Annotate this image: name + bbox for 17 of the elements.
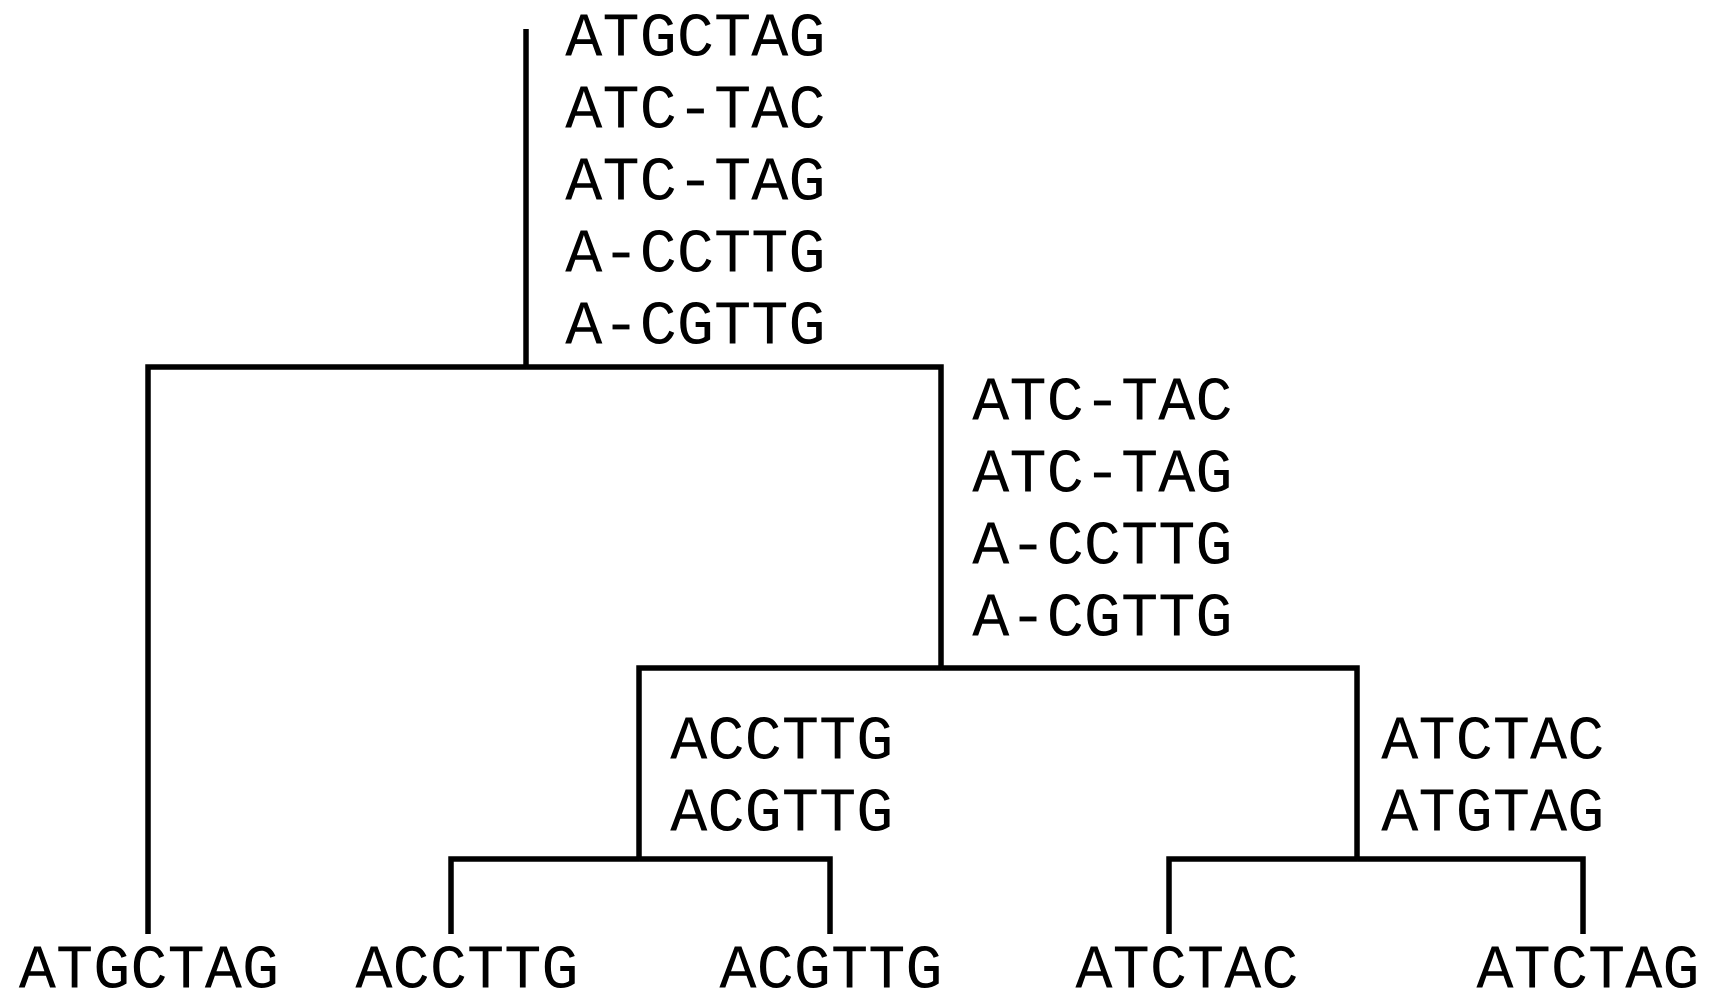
alignment-label: ATGCTAG ATC-TAC ATC-TAG A-CCTTG A-CGTTG bbox=[565, 13, 823, 345]
alignment-label: ATCTAC ATGTAG bbox=[1381, 716, 1602, 832]
tree-branch bbox=[448, 856, 639, 934]
leaf-sequence: ATCTAG bbox=[1476, 945, 1696, 989]
tree-branch bbox=[941, 665, 1360, 859]
leaf-sequence: ATGCTAG bbox=[18, 945, 276, 989]
tree-branch bbox=[145, 364, 526, 934]
tree-branch bbox=[636, 665, 941, 859]
alignment-label: ATC-TAC ATC-TAG A-CCTTG A-CGTTG bbox=[972, 377, 1230, 637]
leaf-sequence: ACCTTG bbox=[355, 945, 575, 989]
tree-branch bbox=[526, 364, 944, 668]
tree-branch bbox=[639, 856, 833, 934]
tree-branch bbox=[1357, 856, 1586, 934]
leaf-sequence: ACGTTG bbox=[719, 945, 939, 989]
tree-branch bbox=[1166, 856, 1357, 934]
alignment-label: ACCTTG ACGTTG bbox=[670, 716, 890, 832]
leaf-sequence: ATCTAC bbox=[1075, 945, 1296, 989]
